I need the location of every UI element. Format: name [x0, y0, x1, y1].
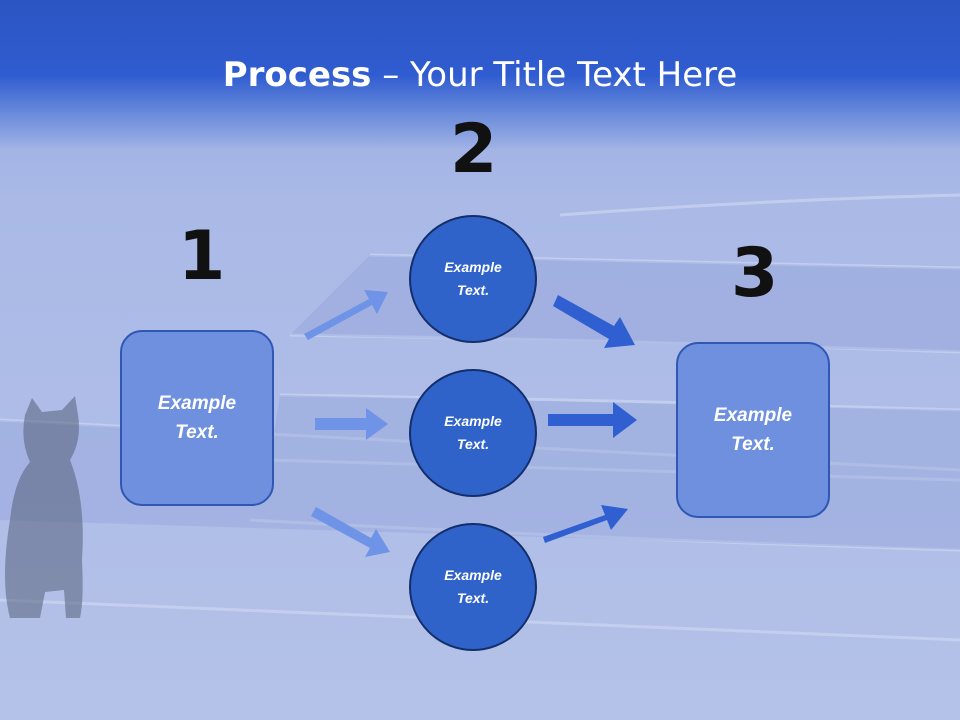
arrow-left-to-top — [304, 290, 388, 340]
step-number-1: 1 — [178, 217, 226, 296]
arrow-top-to-right — [553, 295, 635, 348]
step-number-3: 3 — [731, 234, 779, 313]
arrow-middle-to-right — [548, 402, 637, 438]
title-banner — [0, 0, 960, 150]
circle-bottom-text: Example Text. — [444, 567, 502, 606]
arrow-left-to-middle — [315, 408, 388, 440]
circle-top: Example Text. — [409, 215, 537, 343]
circle-middle-text: Example Text. — [444, 413, 502, 452]
title-rest: – Your Title Text Here — [371, 55, 738, 95]
cat-silhouette — [5, 396, 83, 618]
left-box: Example Text. — [120, 330, 274, 506]
right-box-text: Example Text. — [713, 405, 793, 455]
left-box-text: Example Text. — [157, 393, 237, 443]
right-box: Example Text. — [676, 342, 830, 518]
arrow-left-to-bottom — [311, 507, 390, 557]
slide-title: Process – Your Title Text Here — [0, 55, 960, 95]
circle-bottom: Example Text. — [409, 523, 537, 651]
arrow-bottom-to-right — [543, 505, 628, 543]
step-number-2: 2 — [450, 110, 498, 189]
circle-middle: Example Text. — [409, 369, 537, 497]
title-bold: Process — [222, 55, 372, 95]
circle-top-text: Example Text. — [444, 259, 502, 298]
